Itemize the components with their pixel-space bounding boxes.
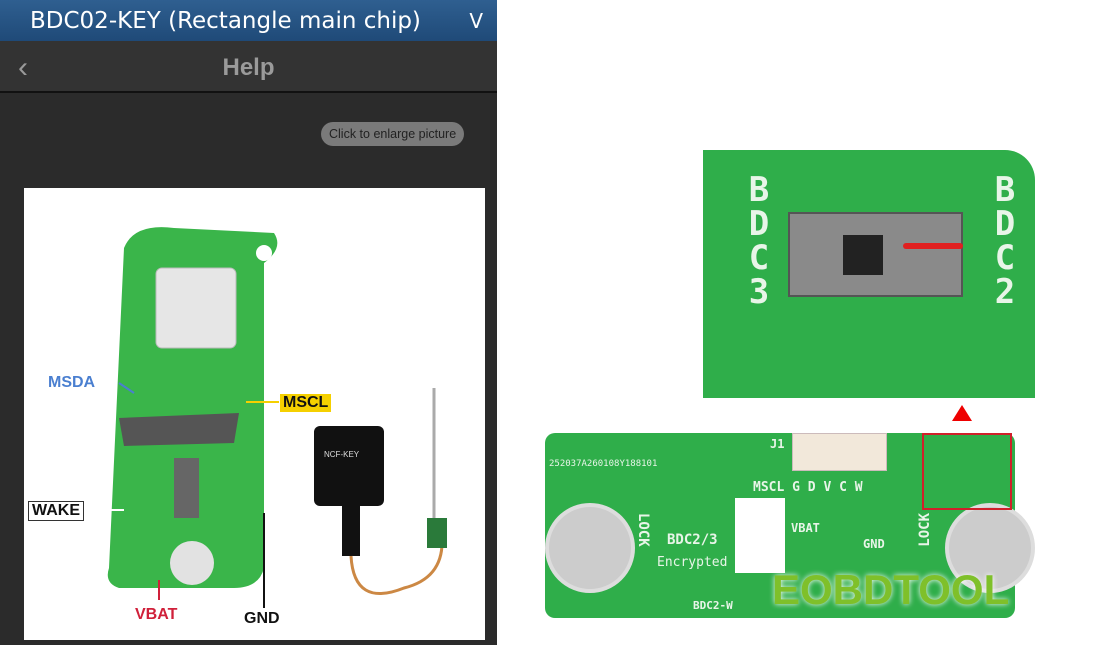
lock-right-label: LOCK bbox=[917, 513, 933, 547]
encrypted-label: Encrypted bbox=[657, 555, 728, 570]
wake-label: WAKE bbox=[28, 501, 84, 521]
switch-highlight-box bbox=[922, 433, 1012, 510]
title-dropdown-icon[interactable]: V bbox=[469, 8, 483, 33]
key-pcb-illustration bbox=[89, 227, 447, 608]
bottom-label: BDC2-W bbox=[693, 599, 733, 612]
direction-arrow-icon bbox=[903, 243, 963, 249]
eobdtool-watermark: EOBDTOOL bbox=[772, 566, 1010, 613]
pin-labels: MSCL G D V C W bbox=[753, 480, 863, 495]
brand-label: BDC2/3 bbox=[667, 532, 718, 548]
vbat-pad-label: VBAT bbox=[791, 521, 820, 535]
up-triangle-icon bbox=[952, 405, 972, 421]
switch-knob bbox=[843, 235, 883, 275]
title-bar: BDC02-KEY (Rectangle main chip) V bbox=[0, 0, 497, 41]
app-screen: BDC02-KEY (Rectangle main chip) V ‹ Help… bbox=[0, 0, 497, 645]
vbat-label: VBAT bbox=[135, 606, 178, 623]
right-knob bbox=[945, 503, 1035, 593]
board-serial: 252037A260108Y188101 bbox=[549, 459, 658, 469]
gnd-label: GND bbox=[244, 610, 280, 627]
page-title: Help bbox=[222, 54, 275, 81]
connector-j1 bbox=[792, 433, 887, 471]
adapter-label: NCF-KEY bbox=[324, 450, 360, 459]
nav-bar: ‹ Help bbox=[0, 41, 497, 93]
closeup-right-label: BDC2 bbox=[985, 170, 1025, 306]
pcb-photo-panel: BDC3 BDC2 252037A260108Y188101 J1 MSCL G… bbox=[500, 0, 1100, 645]
app-title: BDC02-KEY (Rectangle main chip) bbox=[30, 7, 421, 34]
adapter-board-photo: 252037A260108Y188101 J1 MSCL G D V C W V… bbox=[545, 433, 1035, 618]
connector-label: J1 bbox=[770, 437, 785, 451]
switch-closeup-photo: BDC3 BDC2 bbox=[703, 150, 1035, 398]
back-chevron-icon[interactable]: ‹ bbox=[18, 51, 28, 84]
enlarge-picture-button[interactable]: Click to enlarge picture bbox=[321, 122, 465, 146]
cutout bbox=[735, 498, 785, 573]
msda-label: MSDA bbox=[48, 374, 96, 391]
mscl-label: MSCL bbox=[280, 394, 332, 412]
left-knob bbox=[545, 503, 635, 593]
key-wiring-image[interactable]: MSDA MSCL WAKE VBAT GND NCF-KEY bbox=[24, 188, 485, 640]
closeup-left-label: BDC3 bbox=[739, 170, 779, 306]
lock-left-label: LOCK bbox=[635, 513, 651, 547]
gnd-pad-label: GND bbox=[863, 537, 885, 551]
